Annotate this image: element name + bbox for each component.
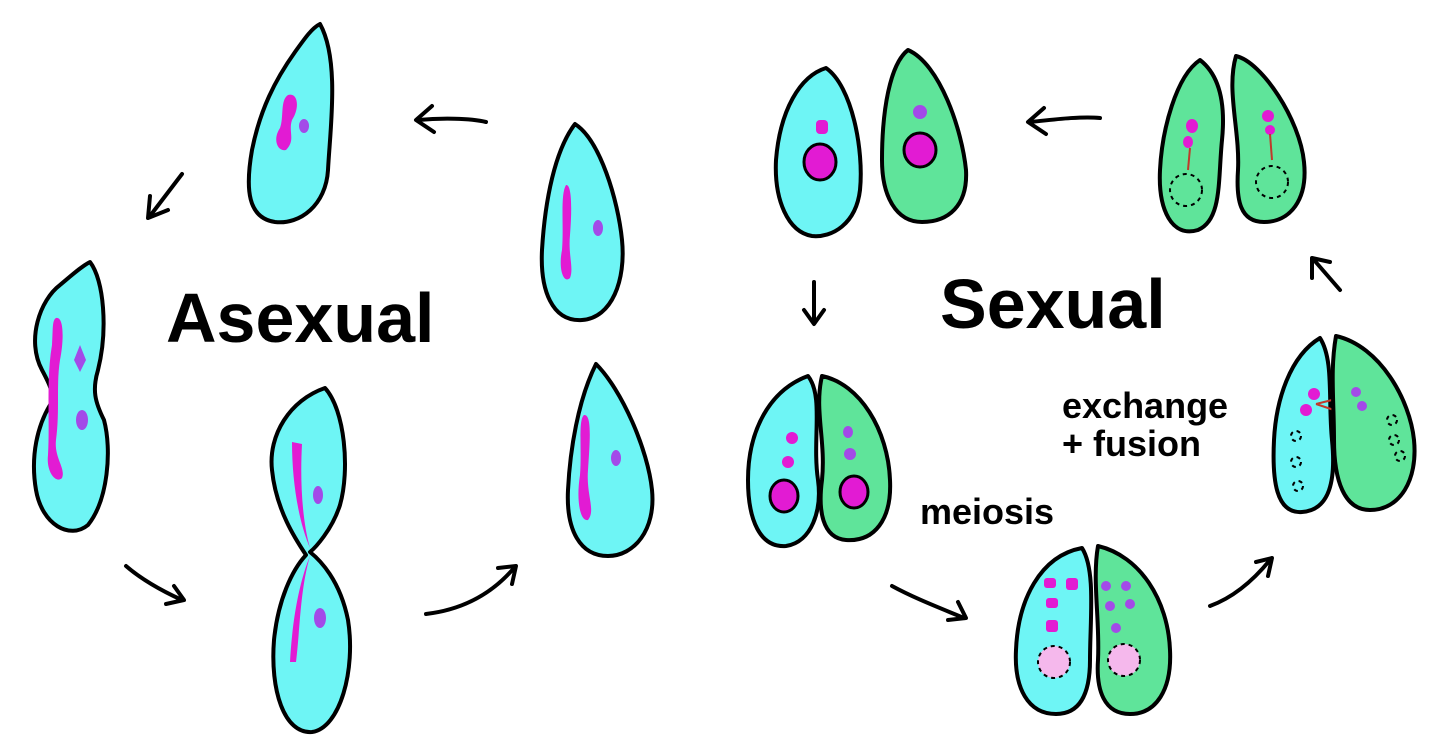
exchange-label: exchange [1062, 385, 1228, 426]
sexual-pair-meiosis [1013, 544, 1173, 716]
arrow-sexual-bottom-right [1208, 556, 1274, 608]
arrow-bottom-right [424, 564, 518, 616]
asexual-cell-dividing [269, 386, 353, 735]
sexual-arrows [802, 106, 1342, 622]
asexual-cell-right-lower [565, 362, 655, 558]
arrow-sexual-down [802, 280, 826, 326]
sexual-label: Sexual [940, 265, 1166, 343]
sexual-pair-top [773, 48, 969, 239]
meiosis-label: meiosis [920, 491, 1054, 532]
arrow-left-top [414, 104, 488, 134]
arrow-sexual-up-right [1310, 256, 1342, 292]
asexual-cell-top [246, 22, 335, 225]
sexual-pair-conjugating [746, 374, 893, 549]
arrow-down-left [146, 172, 184, 220]
asexual-cell-right-upper [539, 122, 625, 323]
asexual-arrows [124, 104, 518, 616]
arrow-sexual-top [1026, 106, 1102, 136]
asexual-cell-left [32, 260, 110, 533]
sexual-pair-exchange [1271, 334, 1417, 515]
fusion-label: + fusion [1062, 423, 1201, 464]
asexual-label: Asexual [166, 279, 434, 357]
sexual-pair-top-right [1157, 54, 1307, 234]
arrow-bottom-left [124, 564, 186, 606]
arrow-sexual-bottom-left [890, 584, 968, 622]
